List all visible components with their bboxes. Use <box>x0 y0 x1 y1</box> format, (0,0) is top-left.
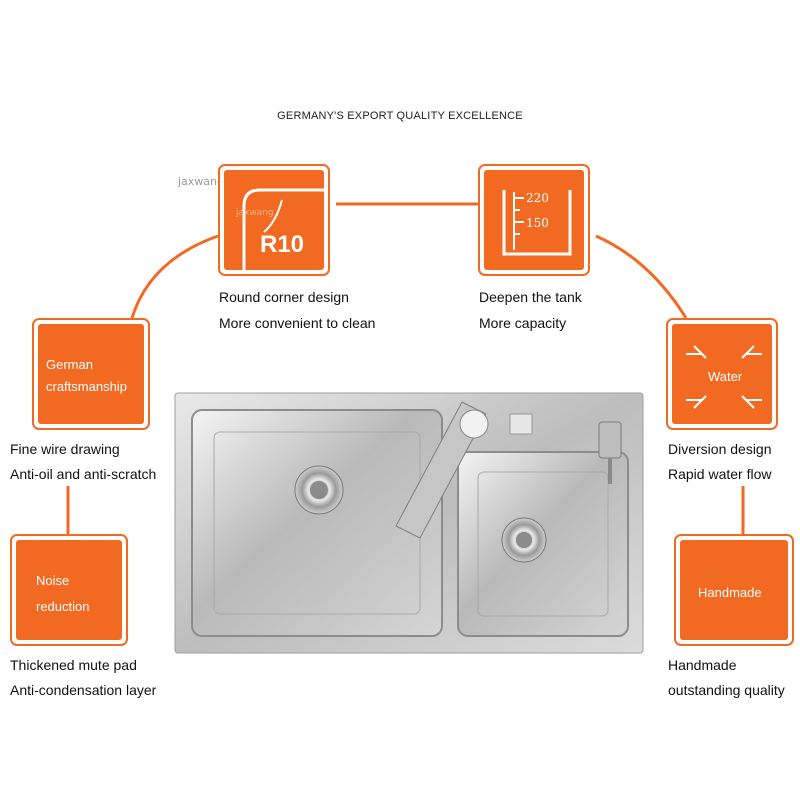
r10-badge: R10 <box>260 231 305 258</box>
noise-label-2: reduction <box>36 599 90 614</box>
round-corner-icon <box>242 188 324 270</box>
handmade-tile: Handmade <box>674 534 794 646</box>
watermark-small: jaxwang <box>236 208 274 218</box>
double-sink-image <box>174 392 644 654</box>
noise-reduction-tile: Noise reduction <box>10 534 128 646</box>
page-headline: GERMANY'S EXPORT QUALITY EXCELLENCE <box>277 110 523 122</box>
handmade-label: Handmade <box>698 585 762 600</box>
handmade-caption-1: Handmade <box>668 657 737 673</box>
handmade-caption-2: outstanding quality <box>668 682 785 698</box>
round-corner-caption-1: Round corner design <box>219 289 349 305</box>
water-diversion-tile: Water <box>666 318 778 430</box>
german-label-2: craftsmanship <box>46 379 127 394</box>
noise-caption-2: Anti-condensation layer <box>10 682 157 698</box>
german-caption-1: Fine wire drawing <box>10 441 120 457</box>
tank-depth-icon <box>502 190 572 256</box>
water-label: Water <box>708 369 743 384</box>
round-corner-tile: R10 <box>218 164 330 276</box>
tick-220: 220 <box>526 191 549 205</box>
deep-tank-tile: 220 150 <box>478 164 590 276</box>
deep-tank-caption-2: More capacity <box>479 315 567 331</box>
german-craftsmanship-tile: German craftsmanship <box>32 318 150 430</box>
water-diversion-icon <box>686 345 762 409</box>
watermark: jaxwang <box>178 175 224 188</box>
german-caption-2: Anti-oil and anti-scratch <box>10 466 157 482</box>
round-corner-caption-2: More convenient to clean <box>219 315 376 331</box>
noise-caption-1: Thickened mute pad <box>10 657 137 673</box>
water-caption-1: Diversion design <box>668 441 772 457</box>
water-caption-2: Rapid water flow <box>668 466 772 482</box>
german-label-1: German <box>46 357 93 372</box>
noise-label-1: Noise <box>36 573 70 588</box>
deep-tank-caption-1: Deepen the tank <box>479 289 582 305</box>
tick-150: 150 <box>526 216 549 230</box>
